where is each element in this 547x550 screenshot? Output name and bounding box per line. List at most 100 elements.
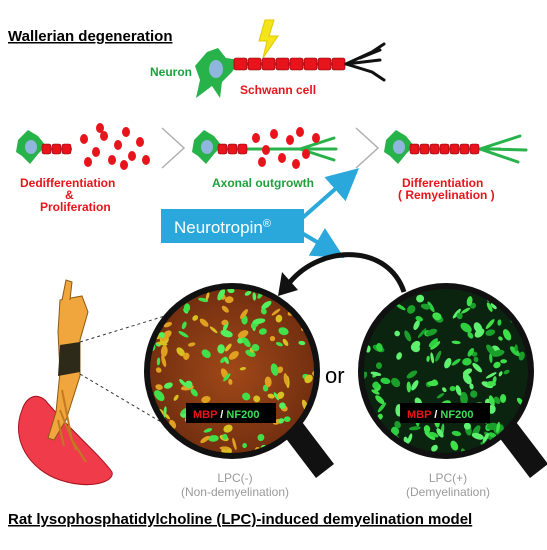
legend-box-left (186, 403, 276, 423)
micrograph-spot (192, 315, 199, 321)
micrograph-spot (151, 279, 163, 290)
micrograph-spot (271, 308, 281, 316)
micrograph-spot (488, 395, 495, 407)
micrograph-spot (491, 451, 498, 453)
micrograph-spot (244, 290, 252, 296)
micrograph-spot (257, 433, 265, 442)
micrograph-spot (490, 446, 496, 453)
micrograph-spot (152, 298, 159, 303)
micrograph-spot (427, 301, 435, 313)
micrograph-spot (140, 417, 151, 428)
micrograph-spot (503, 369, 510, 375)
micrograph-spot (451, 358, 461, 366)
stage2-cell (192, 127, 338, 169)
micrograph-spot (184, 380, 193, 389)
micrograph-spot (304, 374, 313, 384)
micrograph-spot (228, 378, 233, 385)
micrograph-spot (432, 312, 442, 321)
neuron-cell-top (195, 48, 240, 98)
micrograph-spot (462, 358, 472, 366)
label-neuron: Neuron (150, 65, 192, 79)
micrograph-spot (428, 338, 438, 348)
micrograph-spot (427, 380, 439, 387)
micrograph-spot (187, 342, 196, 347)
micrograph-spot (376, 362, 382, 370)
micrograph-spot (173, 394, 179, 401)
micrograph-spot (273, 392, 280, 401)
micrograph-spot (380, 377, 391, 385)
micrograph-spot (279, 402, 286, 410)
micrograph-spot (161, 354, 167, 368)
micrograph-spot (467, 332, 474, 339)
micrograph-spot (354, 409, 362, 418)
micrograph-spot (242, 442, 247, 449)
micrograph-spot (460, 391, 468, 405)
micrograph-spot (396, 352, 402, 360)
micrograph-spot (242, 392, 251, 401)
micrograph-spot (220, 329, 233, 338)
neurotropin-arrows (298, 168, 360, 259)
micrograph-spot (142, 426, 151, 435)
nerve-illustration (17, 279, 113, 486)
label-remyelination: ( Remyelination ) (398, 188, 495, 202)
micrograph-spot (301, 295, 307, 304)
micrograph-spot (224, 356, 229, 365)
micrograph-spot (531, 390, 541, 399)
micrograph-spot (155, 367, 162, 373)
micrograph-spot (431, 444, 438, 452)
micrograph-spot (406, 370, 418, 379)
micrograph-spot (377, 402, 387, 413)
micrograph-spot (462, 368, 473, 376)
micrograph-spot (298, 340, 306, 346)
micrograph-spot (154, 306, 160, 315)
micrograph-spot (164, 413, 170, 420)
micrograph-spot (312, 371, 314, 377)
micrograph-spot (183, 352, 190, 360)
label-lpc-positive: LPC(+) (429, 471, 467, 485)
micrograph-spot (217, 344, 225, 354)
micrograph-spot (258, 328, 267, 335)
micrograph-spot (488, 455, 499, 460)
label-axonal-outgrowth: Axonal outgrowth (212, 176, 314, 190)
micrograph-spot (219, 446, 230, 450)
micrograph-spot (495, 447, 501, 453)
micrograph-spot (261, 300, 272, 310)
micrograph-spot (224, 343, 232, 352)
micrograph-spot (531, 436, 540, 443)
micrograph-spot (471, 432, 484, 440)
micrograph-spot (156, 279, 165, 288)
micrograph-spot (442, 387, 447, 393)
micrograph-spot (277, 391, 285, 399)
micrograph-spot (407, 305, 416, 314)
micrograph-spot (415, 316, 423, 322)
micrograph-spot (410, 343, 421, 353)
micrograph-spot (473, 356, 479, 363)
micrograph-spot (512, 289, 522, 299)
micrograph-spot (404, 330, 412, 342)
micrograph-spot (529, 412, 539, 422)
label-neurotropin: Neurotropin® (174, 218, 271, 237)
micrograph-spot (509, 346, 520, 357)
label-or: or (325, 363, 345, 388)
zoom-guide-lines (79, 311, 179, 433)
micrograph-spot (488, 432, 497, 438)
micrograph-spot (142, 339, 149, 345)
curved-arrow-icon (288, 252, 407, 293)
micrograph-spot (217, 289, 226, 301)
label-non-demyelination: (Non-demyelination) (181, 485, 289, 499)
micrograph-spot (472, 362, 483, 373)
micrograph-spot (466, 296, 473, 307)
micrograph-spot (156, 357, 161, 366)
micrograph-spot (488, 455, 498, 465)
micrograph-spot (507, 289, 516, 292)
micrograph-spot (179, 379, 187, 387)
micrograph-spot (423, 425, 431, 434)
chevron-right-icon (161, 127, 186, 169)
micrograph-spot (155, 384, 163, 390)
micrograph-spot (364, 371, 368, 380)
micrograph-spot (430, 352, 435, 364)
micrograph-spot (221, 305, 229, 313)
label-lpc-negative: LPC(-) (217, 471, 252, 485)
micrograph-spot (158, 439, 169, 446)
micrograph-spot (460, 322, 472, 333)
